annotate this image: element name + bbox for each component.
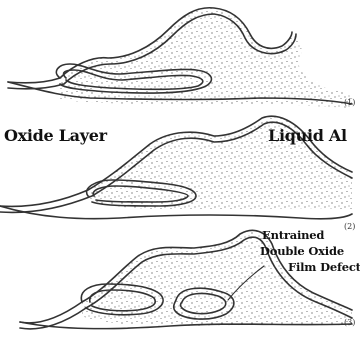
- oxide-layer-label: Oxide Layer: [4, 126, 107, 145]
- entrained-label-line2: Double Oxide: [260, 244, 344, 258]
- stage-number-2: (2): [344, 222, 355, 231]
- liquid-al-label: Liquid Al: [268, 126, 347, 145]
- entrained-label-line1: Entrained: [262, 228, 324, 242]
- stage-number-3: (3): [344, 318, 355, 327]
- stage-1-wave: [8, 8, 352, 108]
- stage-number-1: (1): [344, 98, 355, 107]
- entrained-label-line3: Film Defect: [288, 260, 360, 274]
